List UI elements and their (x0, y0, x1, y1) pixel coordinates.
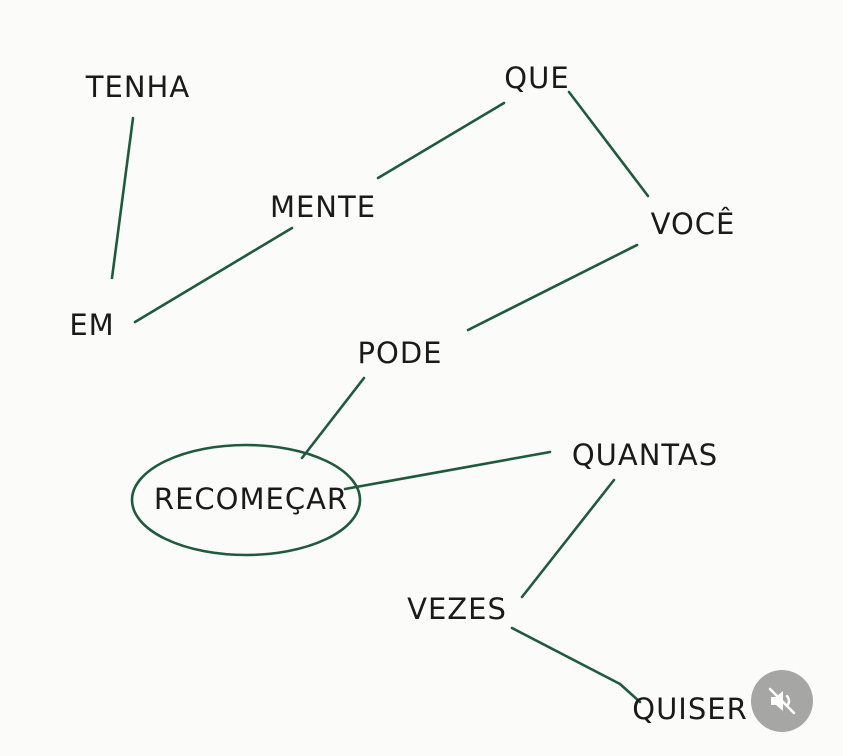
word-recomecar: RECOMEÇAR (153, 482, 349, 516)
connector-recomecar-quantas (343, 450, 552, 491)
recomecar-circle (130, 443, 362, 557)
connector-que-voce (567, 90, 650, 198)
word-voce: VOCÊ (650, 207, 736, 241)
connector-pode-recomecar (300, 376, 366, 460)
word-tenha: TENHA (85, 70, 191, 104)
connector-em-mente (133, 226, 294, 324)
connector-quiser-tail (618, 682, 642, 704)
word-mente: MENTE (269, 190, 377, 224)
word-quantas: QUANTAS (571, 438, 719, 472)
connector-voce-pode (466, 243, 639, 332)
word-quiser: QUISER (632, 692, 748, 726)
word-vezes: VEZES (407, 592, 507, 626)
connector-tenha-em (110, 116, 135, 280)
mute-button[interactable] (751, 670, 813, 732)
word-que: QUE (504, 61, 570, 95)
muted-speaker-icon (768, 687, 796, 715)
word-em: EM (69, 308, 115, 342)
connector-quantas-vezes (520, 478, 616, 599)
connector-vezes-quiser (510, 626, 622, 686)
connector-mente-que (376, 101, 506, 180)
word-pode: PODE (357, 336, 443, 370)
